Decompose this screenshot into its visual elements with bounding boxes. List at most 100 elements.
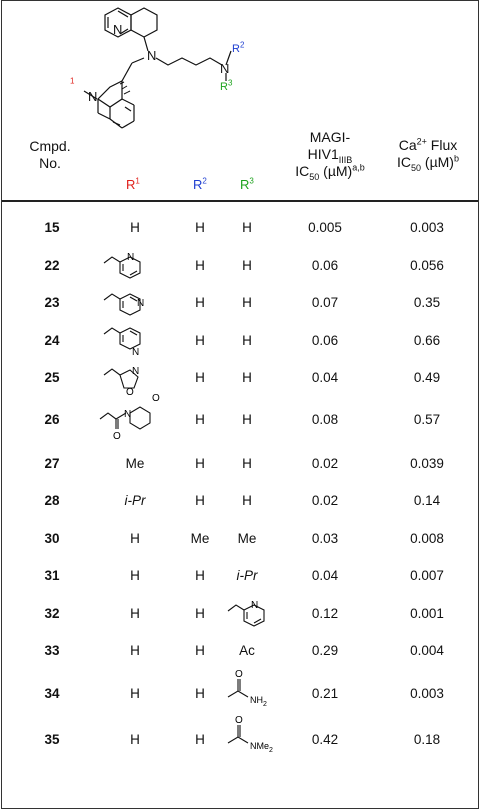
- compound-number: 28: [44, 493, 60, 508]
- compound-number: 30: [44, 531, 60, 546]
- r1-value: Me: [125, 456, 145, 471]
- magi-ic50-value: 0.07: [311, 295, 339, 310]
- center-n-label: N: [147, 48, 157, 63]
- right-n-label: N: [220, 61, 230, 76]
- r3-value: H: [242, 456, 252, 471]
- magi-ic50-value: 0.03: [311, 531, 339, 546]
- compound-number: 32: [44, 606, 60, 621]
- table-row: 33 H H Ac 0.29 0.004: [2, 632, 478, 669]
- compound-number: 25: [44, 370, 60, 385]
- svg-text:N: N: [127, 252, 134, 263]
- svg-text:O: O: [235, 715, 243, 726]
- table-row: 34 H H O NH2 0.21 0.003: [2, 669, 478, 717]
- ca-flux-ic50-value: 0.49: [413, 370, 441, 385]
- r2-value: H: [195, 295, 205, 310]
- r3-column-header: R3: [240, 176, 254, 192]
- magi-ic50-value: 0.02: [311, 493, 339, 508]
- svg-text:O: O: [113, 431, 121, 441]
- r2-value: H: [195, 333, 205, 348]
- table-row: 27 Me H H 0.02 0.039: [2, 445, 478, 482]
- r2-value: H: [195, 493, 205, 508]
- table-row: 28 i-Pr H H 0.02 0.14: [2, 482, 478, 519]
- oxazolylmethyl-fragment-icon: N O: [103, 366, 139, 395]
- 4-pyridylmethyl-fragment-icon: N: [103, 327, 141, 358]
- magi-ic50-value: 0.04: [311, 568, 339, 583]
- ca-flux-ic50-value: 0.003: [410, 686, 444, 701]
- r1-value: H: [130, 643, 140, 658]
- magi-ic50-value: 0.02: [311, 456, 339, 471]
- r2-value: H: [195, 258, 205, 273]
- svg-text:N: N: [251, 600, 258, 611]
- r2-value: H: [195, 412, 205, 427]
- magi-ic50-value: 0.21: [311, 686, 339, 701]
- morpholine-amide-fragment-icon: N O O: [99, 393, 160, 441]
- r3-value: H: [242, 220, 252, 235]
- dimethylcarboxamide-fragment-icon: O NMe2: [227, 715, 273, 754]
- svg-text:O: O: [152, 393, 160, 404]
- r1-value: H: [130, 220, 140, 235]
- table-row: 23 N H H 0.07 0.35: [2, 284, 478, 321]
- magi-ic50-value: 0.06: [311, 258, 339, 273]
- 3-pyridylmethyl-fragment-icon: N: [103, 293, 144, 316]
- ca-flux-ic50-value: 0.003: [410, 220, 444, 235]
- svg-text:N: N: [137, 298, 144, 309]
- compound-number: 26: [44, 412, 60, 427]
- svg-text:NH2: NH2: [250, 695, 267, 708]
- r2-value: H: [195, 686, 205, 701]
- r3-value: Ac: [239, 643, 255, 658]
- r3-value: H: [242, 295, 252, 310]
- table-row: 24 N H H 0.06 0.66: [2, 322, 478, 359]
- compound-number: 35: [44, 732, 60, 747]
- table-row: 15 H H H 0.005 0.003: [2, 209, 478, 246]
- r3-value: H: [242, 412, 252, 427]
- table-row: 26 N O O H H 0.08 0.57: [2, 393, 478, 445]
- compound-number: 22: [44, 258, 60, 273]
- r1-column-header: R1: [126, 176, 140, 192]
- r2-value: H: [195, 643, 205, 658]
- pyridine-n-label: N: [113, 22, 123, 37]
- ca-flux-ic50-value: 0.35: [413, 295, 441, 310]
- r3-value: H: [242, 258, 252, 273]
- compound-number: 27: [44, 456, 60, 471]
- table-row: 31 H H i-Pr 0.04 0.007: [2, 557, 478, 594]
- ring-n-label: N: [88, 89, 98, 104]
- r3-value: H: [242, 370, 252, 385]
- ca-flux-ic50-value: 0.004: [410, 643, 444, 658]
- core-structure-drawing: [83, 7, 232, 129]
- r1-value: H: [130, 732, 140, 747]
- r2-value: H: [195, 568, 205, 583]
- svg-text:N: N: [124, 409, 131, 420]
- struct-r3-label: R3: [220, 78, 233, 93]
- table-header: N N N N 1 R2 R3 Cmpd. No. R1 R2 R3 MAGI-…: [2, 1, 478, 202]
- table-row: 35 H H O NMe2 0.42 0.18: [2, 715, 478, 765]
- svg-text:O: O: [126, 387, 134, 395]
- carboxamide-fragment-icon: O NH2: [227, 669, 267, 708]
- compound-number: 23: [44, 295, 60, 310]
- compound-number: 33: [44, 643, 60, 658]
- svg-text:NMe2: NMe2: [250, 741, 273, 754]
- table-row: 25 N O H H 0.04 0.49: [2, 359, 478, 396]
- r3-value: i-Pr: [236, 568, 258, 583]
- ca-flux-ic50-value: 0.007: [410, 568, 444, 583]
- 2-pyridylmethyl-fragment-icon: N: [227, 600, 265, 627]
- r3-value: H: [242, 493, 252, 508]
- svg-text:N: N: [132, 347, 139, 358]
- r1-value: H: [130, 606, 140, 621]
- magi-ic50-value: 0.005: [308, 220, 342, 235]
- struct-r1-label: 1: [70, 76, 75, 86]
- ca-flux-ic50-value: 0.056: [410, 258, 444, 273]
- ca-flux-ic50-value: 0.18: [413, 732, 441, 747]
- magi-ic50-value: 0.06: [311, 333, 339, 348]
- table-row: 32 H H N 0.12 0.001: [2, 595, 478, 632]
- r2-value: H: [195, 606, 205, 621]
- r3-value: Me: [237, 531, 257, 546]
- r2-value: H: [195, 220, 205, 235]
- cmpd-no-header: Cmpd. No.: [29, 138, 71, 171]
- r2-value: H: [195, 456, 205, 471]
- r2-column-header: R2: [193, 176, 207, 192]
- r1-value: i-Pr: [124, 493, 146, 508]
- ca-flux-ic50-value: 0.039: [410, 456, 444, 471]
- magi-ic50-value: 0.29: [311, 643, 339, 658]
- ca-flux-ic50-header: Ca2+ Flux IC50 (µM)b: [397, 136, 459, 173]
- r3-value: H: [242, 333, 252, 348]
